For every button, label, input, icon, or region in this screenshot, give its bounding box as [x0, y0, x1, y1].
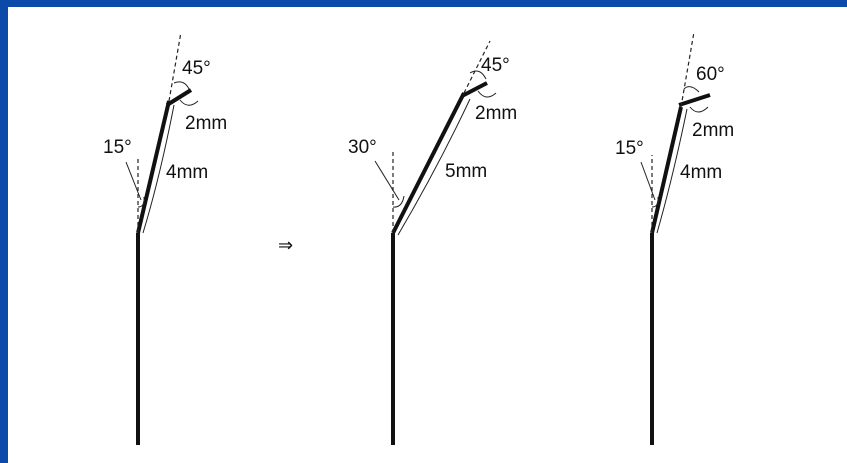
figure-2-tip-bracket: [477, 90, 497, 98]
figure-2-top-angle-label: 45°: [481, 55, 510, 76]
figure-1-side-angle-arc: [137, 196, 145, 208]
figure-2-extension-line: [463, 40, 491, 94]
figure-1: 45° 2mm 15° 4mm: [103, 31, 227, 445]
figure-3-tip-bracket: [689, 106, 709, 113]
figure-2-tip-length-label: 2mm: [475, 103, 517, 124]
figure-2-side-angle-leader: [374, 160, 400, 201]
figure-1-top-angle-arc: [173, 81, 190, 90]
figure-3-bend-length-label: 4mm: [680, 162, 722, 183]
figure-1-bent-segment: [136, 100, 171, 234]
transition-arrow: ⇒: [278, 235, 293, 256]
figure-2-side-angle-label: 30°: [348, 137, 377, 158]
figure-1-tip: [165, 88, 193, 107]
figure-1-bend-length-label: 4mm: [166, 162, 208, 183]
figure-3-side-angle-leader: [640, 161, 656, 201]
figure-1-extension-line: [168, 31, 182, 102]
figure-1-top-angle-label: 45°: [182, 58, 211, 79]
wire-bend-diagram: 45° 2mm 15° 4mm ⇒ 45° 2mm: [103, 31, 734, 445]
figure-1-length-bracket: [142, 104, 175, 234]
figure-3-side-angle-label: 15°: [615, 138, 644, 159]
figure-1-tip-bracket: [179, 99, 199, 106]
figure-3-tip-length-label: 2mm: [692, 120, 734, 141]
figure-2-bent-segment: [391, 92, 466, 234]
figure-2-tip: [461, 81, 488, 98]
figure-3-length-bracket: [656, 108, 688, 234]
figure-3-tip: [678, 93, 711, 107]
figure-2-top-angle-arc: [469, 70, 487, 80]
figure-2-length-bracket: [397, 98, 471, 236]
figure-3-extension-line: [680, 31, 695, 108]
figure-3-side-angle-arc: [651, 196, 659, 208]
figure-3: 60° 2mm 15° 4mm: [615, 31, 734, 445]
diagram-canvas: 45° 2mm 15° 4mm ⇒ 45° 2mm: [8, 7, 847, 463]
figure-3-top-angle-arc: [683, 86, 700, 93]
figure-2-bend-length-label: 5mm: [445, 161, 487, 182]
figure-2: 45° 2mm 30° 5mm: [348, 40, 517, 445]
figure-2-side-angle-arc: [392, 195, 405, 208]
figure-3-bent-segment: [650, 106, 683, 234]
figure-1-tip-length-label: 2mm: [185, 113, 227, 134]
figure-1-side-angle-label: 15°: [103, 137, 132, 158]
figure-1-side-angle-leader: [125, 161, 142, 201]
figure-3-top-angle-label: 60°: [696, 64, 725, 85]
